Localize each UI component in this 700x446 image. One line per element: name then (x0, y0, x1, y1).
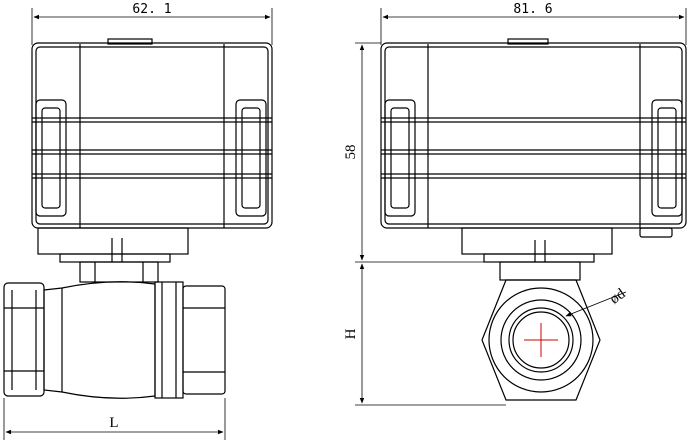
front-bracket (37, 227, 189, 283)
front-actuator-housing (31, 38, 273, 229)
front-valve-body (3, 281, 226, 399)
side-view (355, 8, 687, 406)
dim-side-width (380, 8, 687, 45)
height-H-label: H (343, 328, 359, 339)
side-actuator-housing (380, 38, 687, 238)
dim-side-height-H (355, 263, 506, 406)
front-view (3, 8, 273, 440)
dim-front-width (31, 8, 273, 45)
length-L-label: L (109, 415, 118, 431)
side-bracket (461, 227, 613, 281)
height-58-label: 58 (343, 145, 359, 160)
side-width-label: 81. 6 (513, 2, 552, 17)
diameter-label: ød (607, 286, 629, 308)
front-width-label: 62. 1 (132, 2, 171, 17)
dim-side-height-58 (355, 42, 484, 263)
side-valve-port (481, 279, 627, 401)
dim-front-length (3, 398, 226, 440)
